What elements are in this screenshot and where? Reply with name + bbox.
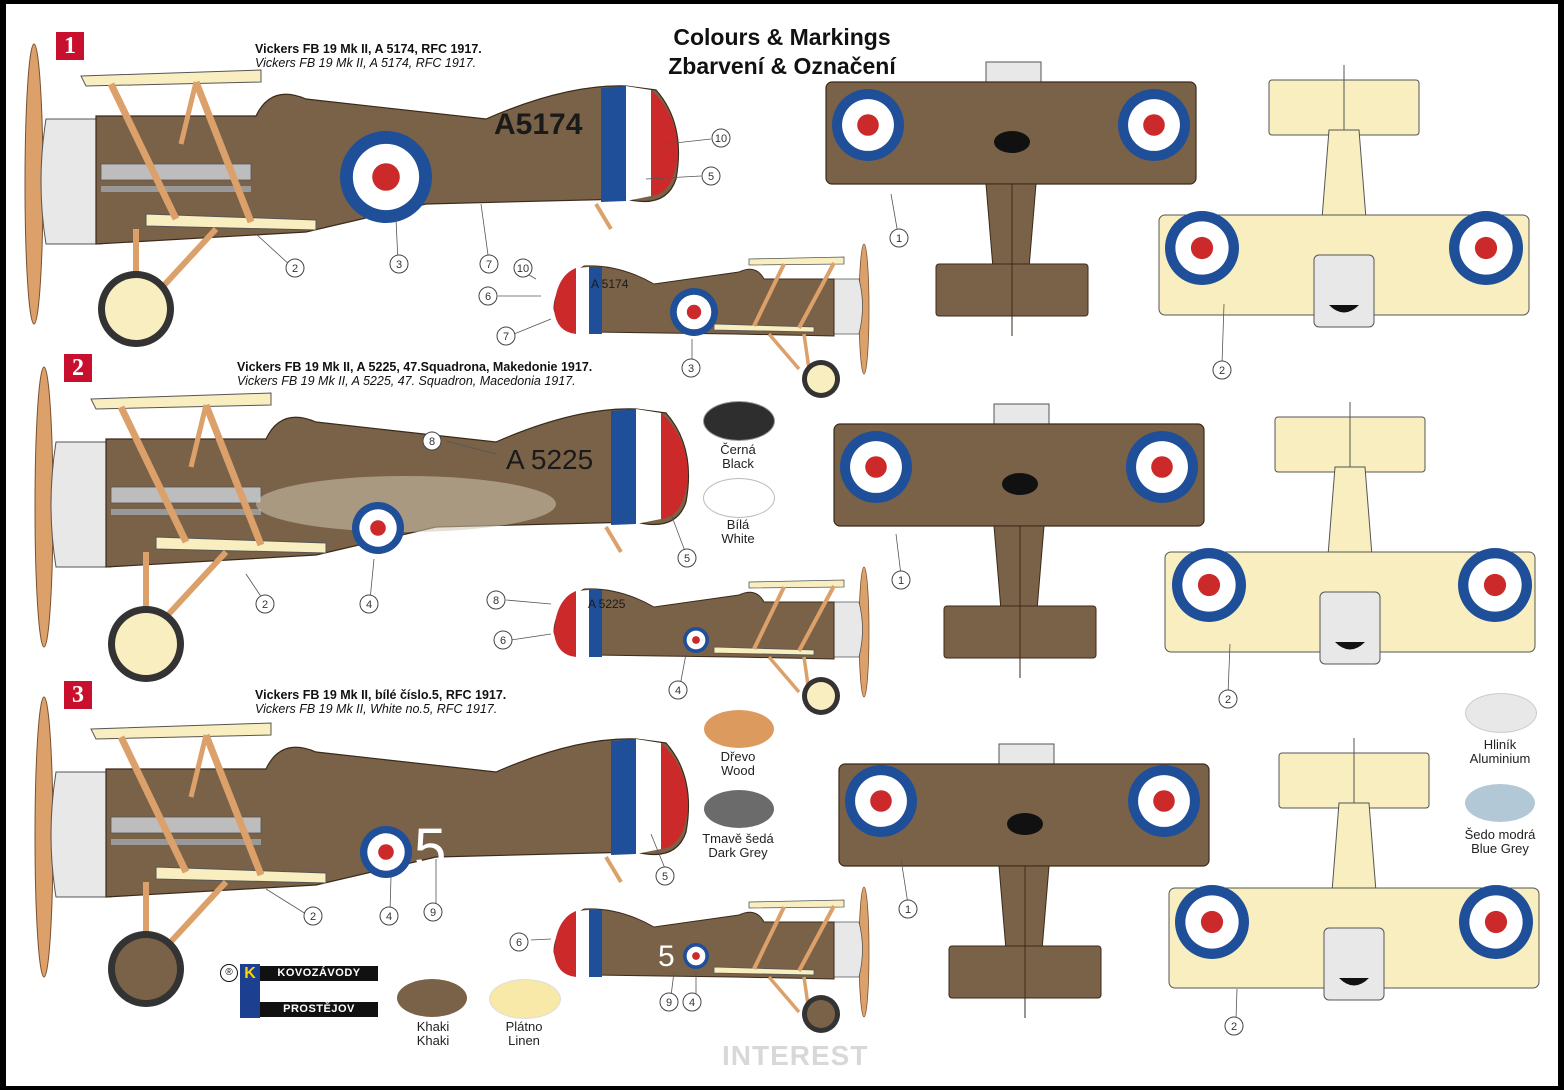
logo-bottom-text: PROSTĚJOV <box>260 1002 378 1017</box>
callout-p1-6: 6 <box>485 291 491 303</box>
callout-p2-3: 2 <box>262 599 268 611</box>
callout-p1-0: 10 <box>715 133 727 145</box>
kovozavody-logo: ® K KOVOZÁVODY PROSTĚJOV <box>220 964 380 1022</box>
title-line-1: Colours & Markings <box>673 24 891 50</box>
callout-p1-1: 5 <box>708 171 714 183</box>
swatch-dark-grey <box>704 790 774 828</box>
profile-1-badge: 1 <box>53 29 87 63</box>
profile-3-badge: 3 <box>61 678 95 712</box>
profile-2-badge: 2 <box>61 351 95 385</box>
profile-1-caption-cz: Vickers FB 19 Mk II, A 5174, RFC 1917. <box>255 42 482 56</box>
callout-p1-9: 1 <box>896 233 902 245</box>
callout-p1-7: 7 <box>503 331 509 343</box>
swatch-khaki <box>397 979 467 1017</box>
callout-p3-5: 9 <box>666 997 672 1009</box>
callout-p2-2: 4 <box>366 599 372 611</box>
profile-3-caption-en: Vickers FB 19 Mk II, White no.5, RFC 191… <box>255 702 498 716</box>
registered-mark-icon: ® <box>220 964 238 982</box>
swatch-linen <box>489 979 561 1019</box>
logo-k-mark: K <box>240 964 260 1018</box>
callout-p3-7: 1 <box>905 904 911 916</box>
watermark-text: INTEREST <box>722 1040 869 1071</box>
profile-2-serial: A 5225 <box>506 444 593 475</box>
profile-3-caption-cz: Vickers FB 19 Mk II, bílé číslo.5, RFC 1… <box>255 688 507 702</box>
profile-2-caption: Vickers FB 19 Mk II, A 5225, 47.Squadron… <box>237 360 592 388</box>
small-2-serial: A 5225 <box>588 597 626 611</box>
swatch-aluminium <box>1465 693 1537 733</box>
profile-2-caption-cz: Vickers FB 19 Mk II, A 5225, 47.Squadron… <box>237 360 593 374</box>
callout-p3-0: 5 <box>662 871 668 883</box>
title-line-2: Zbarvení & Označení <box>668 53 896 79</box>
callout-p1-5: 10 <box>517 263 529 275</box>
swatch-white <box>703 478 775 518</box>
profile-1-caption-en: Vickers FB 19 Mk II, A 5174, RFC 1917. <box>255 56 477 70</box>
callout-p1-2: 7 <box>486 259 492 271</box>
markings-sheet: Colours & Markings Zbarvení & Označení 1… <box>6 4 1558 1086</box>
callout-p1-3: 3 <box>396 259 402 271</box>
callouts-profile-1: 10 5 7 3 2 10 6 7 3 1 2 <box>285 128 1232 380</box>
swatch-blue-grey <box>1465 784 1535 822</box>
callout-p2-0: 8 <box>429 436 435 448</box>
callout-p2-1: 5 <box>684 553 690 565</box>
callouts-profile-3: 5 9 4 2 6 9 4 1 2 <box>303 866 1244 1036</box>
small-3-serial: 5 <box>658 940 675 973</box>
small-1-serial: A 5174 <box>591 277 629 291</box>
callout-p3-6: 4 <box>689 997 695 1009</box>
profile-1-caption: Vickers FB 19 Mk II, A 5174, RFC 1917. V… <box>255 42 482 70</box>
callout-p3-3: 2 <box>310 911 316 923</box>
profile-3-caption: Vickers FB 19 Mk II, bílé číslo.5, RFC 1… <box>255 688 506 716</box>
callout-p2-5: 6 <box>500 635 506 647</box>
callout-p2-8: 2 <box>1225 694 1231 706</box>
callout-p2-6: 4 <box>675 685 681 697</box>
callout-p2-7: 1 <box>898 575 904 587</box>
callout-p3-4: 6 <box>516 937 522 949</box>
callout-p3-2: 4 <box>386 911 392 923</box>
callout-p3-1: 9 <box>430 907 436 919</box>
callout-p1-4: 2 <box>292 263 298 275</box>
callout-p1-8: 3 <box>688 363 694 375</box>
swatch-wood <box>704 710 774 748</box>
callout-p1-10: 2 <box>1219 365 1225 377</box>
aircraft-artwork: A5174 A 5225 5 A 5174 A 5225 5 10 5 7 3 <box>6 4 1540 1036</box>
logo-top-text: KOVOZÁVODY <box>260 966 378 981</box>
profile-2-caption-en: Vickers FB 19 Mk II, A 5225, 47. Squadro… <box>237 374 576 388</box>
profile-3-serial: 5 <box>414 817 446 882</box>
callout-p2-4: 8 <box>493 595 499 607</box>
callouts-profile-2: 8 5 4 2 8 6 4 1 2 <box>255 431 1238 709</box>
callout-p3-8: 2 <box>1231 1021 1237 1033</box>
swatch-black <box>703 401 775 441</box>
profile-1-serial: A5174 <box>494 108 583 141</box>
